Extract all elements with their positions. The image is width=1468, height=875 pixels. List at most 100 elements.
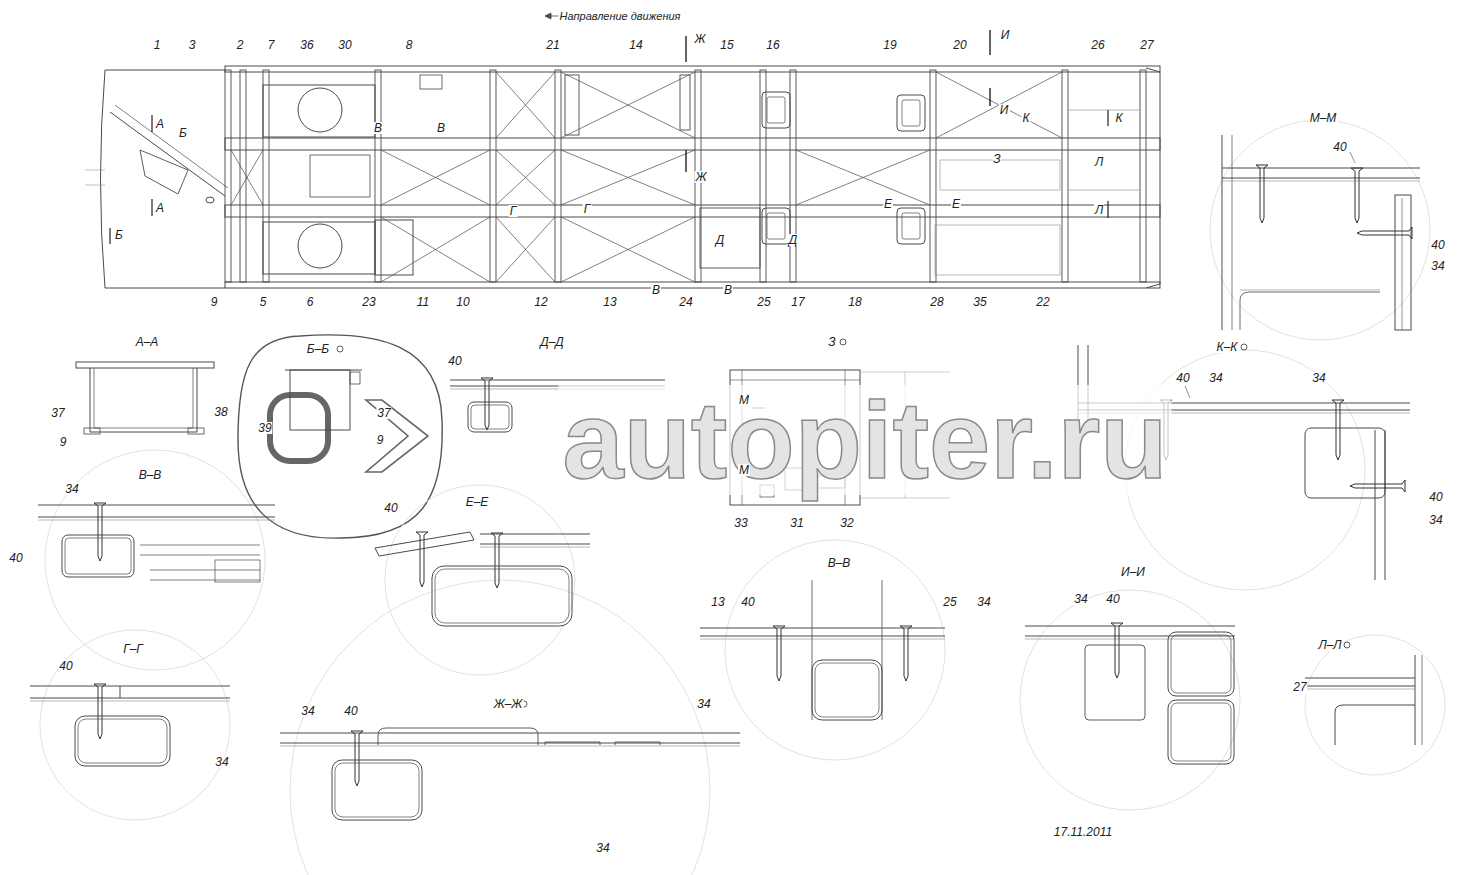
callout-number: В [651,284,661,296]
drawing-path [491,533,503,588]
callout-number: 3 [188,39,197,51]
callout-number: 27 [1292,681,1307,693]
callout-number: М–М [1309,112,1338,124]
drawing-rect [490,70,496,282]
detail-outline [385,485,575,675]
callout-number: 2 [236,39,245,51]
drawing-rect [350,372,360,384]
drawing-line [38,517,275,518]
drawing-rect [240,70,246,282]
callout-number: 27 [1139,39,1154,51]
callout-number: Г–Г [122,643,144,655]
drawing-line [561,72,695,138]
drawing-rect [760,70,766,282]
callout-number: З [827,336,836,348]
drawing-rect [263,85,375,137]
drawing-line [381,150,490,205]
callout-number: 25 [942,596,957,608]
callout-number: 40 [1428,491,1443,503]
callout-number: Е–Е [465,496,490,508]
drawing-rect [420,75,442,89]
callout-number: 40 [740,596,755,608]
drawing-line [496,72,555,138]
callout-number: 34 [1428,514,1443,526]
callout-number: 7 [267,39,276,51]
drawing-rect [332,760,422,820]
drawing-line [90,368,91,432]
drawing-line [496,150,555,205]
drawing-line [231,150,263,205]
callout-number: 23 [361,296,376,308]
drawing-line [561,150,695,205]
drawing-line [1185,386,1190,398]
callout-number: Л [1094,156,1104,168]
drawing-rect [812,660,882,720]
callout-number: 40 [58,660,73,672]
drawing-rect [1168,700,1234,764]
callout-number: 15 [719,39,734,51]
drawing-line [1107,201,1108,218]
drawing-rect [897,208,925,244]
callout-number: 34 [64,483,79,495]
watermark: autopiter.ru [558,385,1171,495]
callout-number: 40 [8,552,23,564]
callout-number: В–В [138,469,163,481]
drawing-line [1025,639,1235,640]
detail-outline [290,580,710,875]
callout-number: 34 [300,705,315,717]
drawing-rect [1168,632,1234,696]
callout-number: 33 [733,517,748,529]
drawing-line [1385,430,1386,580]
drawing-line [109,228,110,244]
callout-number: 13 [710,596,725,608]
drawing-line [496,150,555,205]
drawing-line [989,88,990,106]
drawing-rect [815,663,879,717]
drawing-line [150,570,260,571]
drawing-rect [432,566,572,626]
detail-outline [40,630,230,820]
drawing-path [1357,227,1412,239]
callout-number: 40 [447,355,462,367]
drawing-line [197,368,198,432]
callout-number: Ж–Ж [493,698,524,710]
callout-number: К–К [1216,341,1239,353]
drawing-line [193,368,194,428]
callout-number: М [738,464,750,476]
drawing-path [1256,165,1268,223]
drawing-rect [1171,635,1231,693]
drawing-line [280,733,740,734]
drawing-path [351,731,363,786]
callout-number: 9 [376,434,385,446]
drawing-rect [375,220,413,275]
drawing-line [1305,686,1415,687]
drawing-line [561,217,695,282]
drawing-line [90,432,197,433]
callout-number: Ж [694,171,707,183]
drawing-rect [471,405,509,429]
drawing-path [94,684,106,739]
drawing-line [796,150,930,205]
drawing-path [615,742,660,745]
callout-number: 35 [972,296,987,308]
callout-number: 24 [678,296,693,308]
drawing-line [1422,655,1423,745]
drawing-rect [935,225,1060,275]
drawing-line [38,505,275,506]
drawing-line [140,555,260,556]
drawing-line [94,428,193,429]
drawing-rect [1395,195,1411,330]
drawing-path [900,626,912,681]
drawing-line [105,288,225,289]
callout-number: Б [178,127,188,139]
drawing-rect [902,100,920,126]
drawing-line [1232,135,1233,330]
callout-number: Е [883,198,893,210]
drawing-rect [762,208,790,244]
callout-number: 20 [952,39,967,51]
callout-number: 34 [976,596,991,608]
callout-number: А–А [135,336,160,348]
callout-number: 40 [1175,372,1190,384]
detail-outline [45,450,265,670]
callout-number: 22 [1035,296,1050,308]
